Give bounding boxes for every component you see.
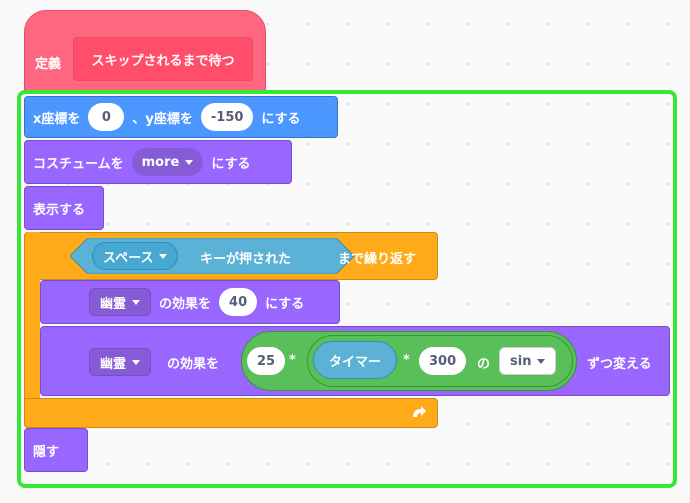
chevron-down-icon — [185, 159, 194, 165]
effect-dropdown[interactable]: 幽霊 — [89, 288, 152, 316]
y-input[interactable]: -150 — [200, 103, 254, 131]
change-effect-block[interactable]: 幽霊 の効果を 25 * タイマー * 300 の sin ずつ変える — [40, 326, 670, 396]
define-block[interactable]: 定義 スキップされるまで待つ — [24, 10, 266, 94]
change-effect-label: の効果を — [167, 357, 220, 372]
goto-x-label: x座標を — [33, 111, 81, 127]
costume-dropdown[interactable]: more — [131, 148, 204, 176]
math-function-dropdown[interactable]: sin — [499, 347, 557, 375]
timer-reporter[interactable]: タイマー — [313, 341, 397, 379]
operand-a-input[interactable]: 25 — [247, 347, 286, 375]
effect-value-input[interactable]: 40 — [219, 288, 258, 316]
define-label: 定義 — [35, 57, 62, 72]
hide-block[interactable]: 隠す — [24, 428, 88, 472]
effect-value: 幽霊 — [100, 356, 127, 372]
repeat-until-block[interactable]: スペース キーが押された まで繰り返す — [24, 232, 438, 428]
multiply-sign: * — [289, 353, 296, 368]
effect-label: の効果を — [159, 296, 212, 312]
goto-suffix: にする — [261, 111, 301, 127]
costume-suffix: にする — [211, 156, 251, 172]
goto-xy-block[interactable]: x座標を 0 、y座標を -150 にする — [24, 96, 338, 138]
switch-costume-block[interactable]: コスチュームを more にする — [24, 140, 292, 184]
of-label: の — [477, 357, 491, 372]
costume-label: コスチュームを — [33, 156, 124, 172]
hide-label: 隠す — [33, 444, 60, 460]
chevron-down-icon — [159, 253, 168, 259]
change-effect-suffix: ずつ変える — [587, 357, 652, 372]
costume-value: more — [141, 154, 180, 170]
show-label: 表示する — [33, 202, 86, 218]
x-input[interactable]: 0 — [88, 103, 125, 131]
key-value: スペース — [103, 250, 154, 266]
math-function-value: sin — [510, 353, 532, 369]
effect-dropdown[interactable]: 幽霊 — [89, 348, 152, 376]
selection-highlight — [17, 90, 677, 488]
chevron-down-icon — [537, 358, 546, 364]
custom-block-prototype[interactable]: スキップされるまで待つ — [73, 37, 253, 81]
custom-block-name: スキップされるまで待つ — [91, 53, 235, 69]
chevron-down-icon — [132, 359, 141, 365]
effect-value: 幽霊 — [100, 296, 127, 312]
set-effect-block[interactable]: 幽霊 の効果を 40 にする — [40, 280, 340, 324]
chevron-down-icon — [132, 299, 141, 305]
repeat-until-label: まで繰り返す — [338, 252, 417, 267]
effect-suffix: にする — [265, 296, 305, 312]
goto-y-label: 、y座標を — [132, 111, 193, 127]
key-pressed-label: キーが押された — [200, 252, 292, 267]
key-dropdown[interactable]: スペース — [92, 242, 179, 270]
operand-b-input[interactable]: 300 — [419, 347, 467, 375]
show-block[interactable]: 表示する — [24, 186, 104, 230]
loop-arrow-icon — [413, 406, 426, 417]
multiply-sign: * — [403, 353, 410, 368]
